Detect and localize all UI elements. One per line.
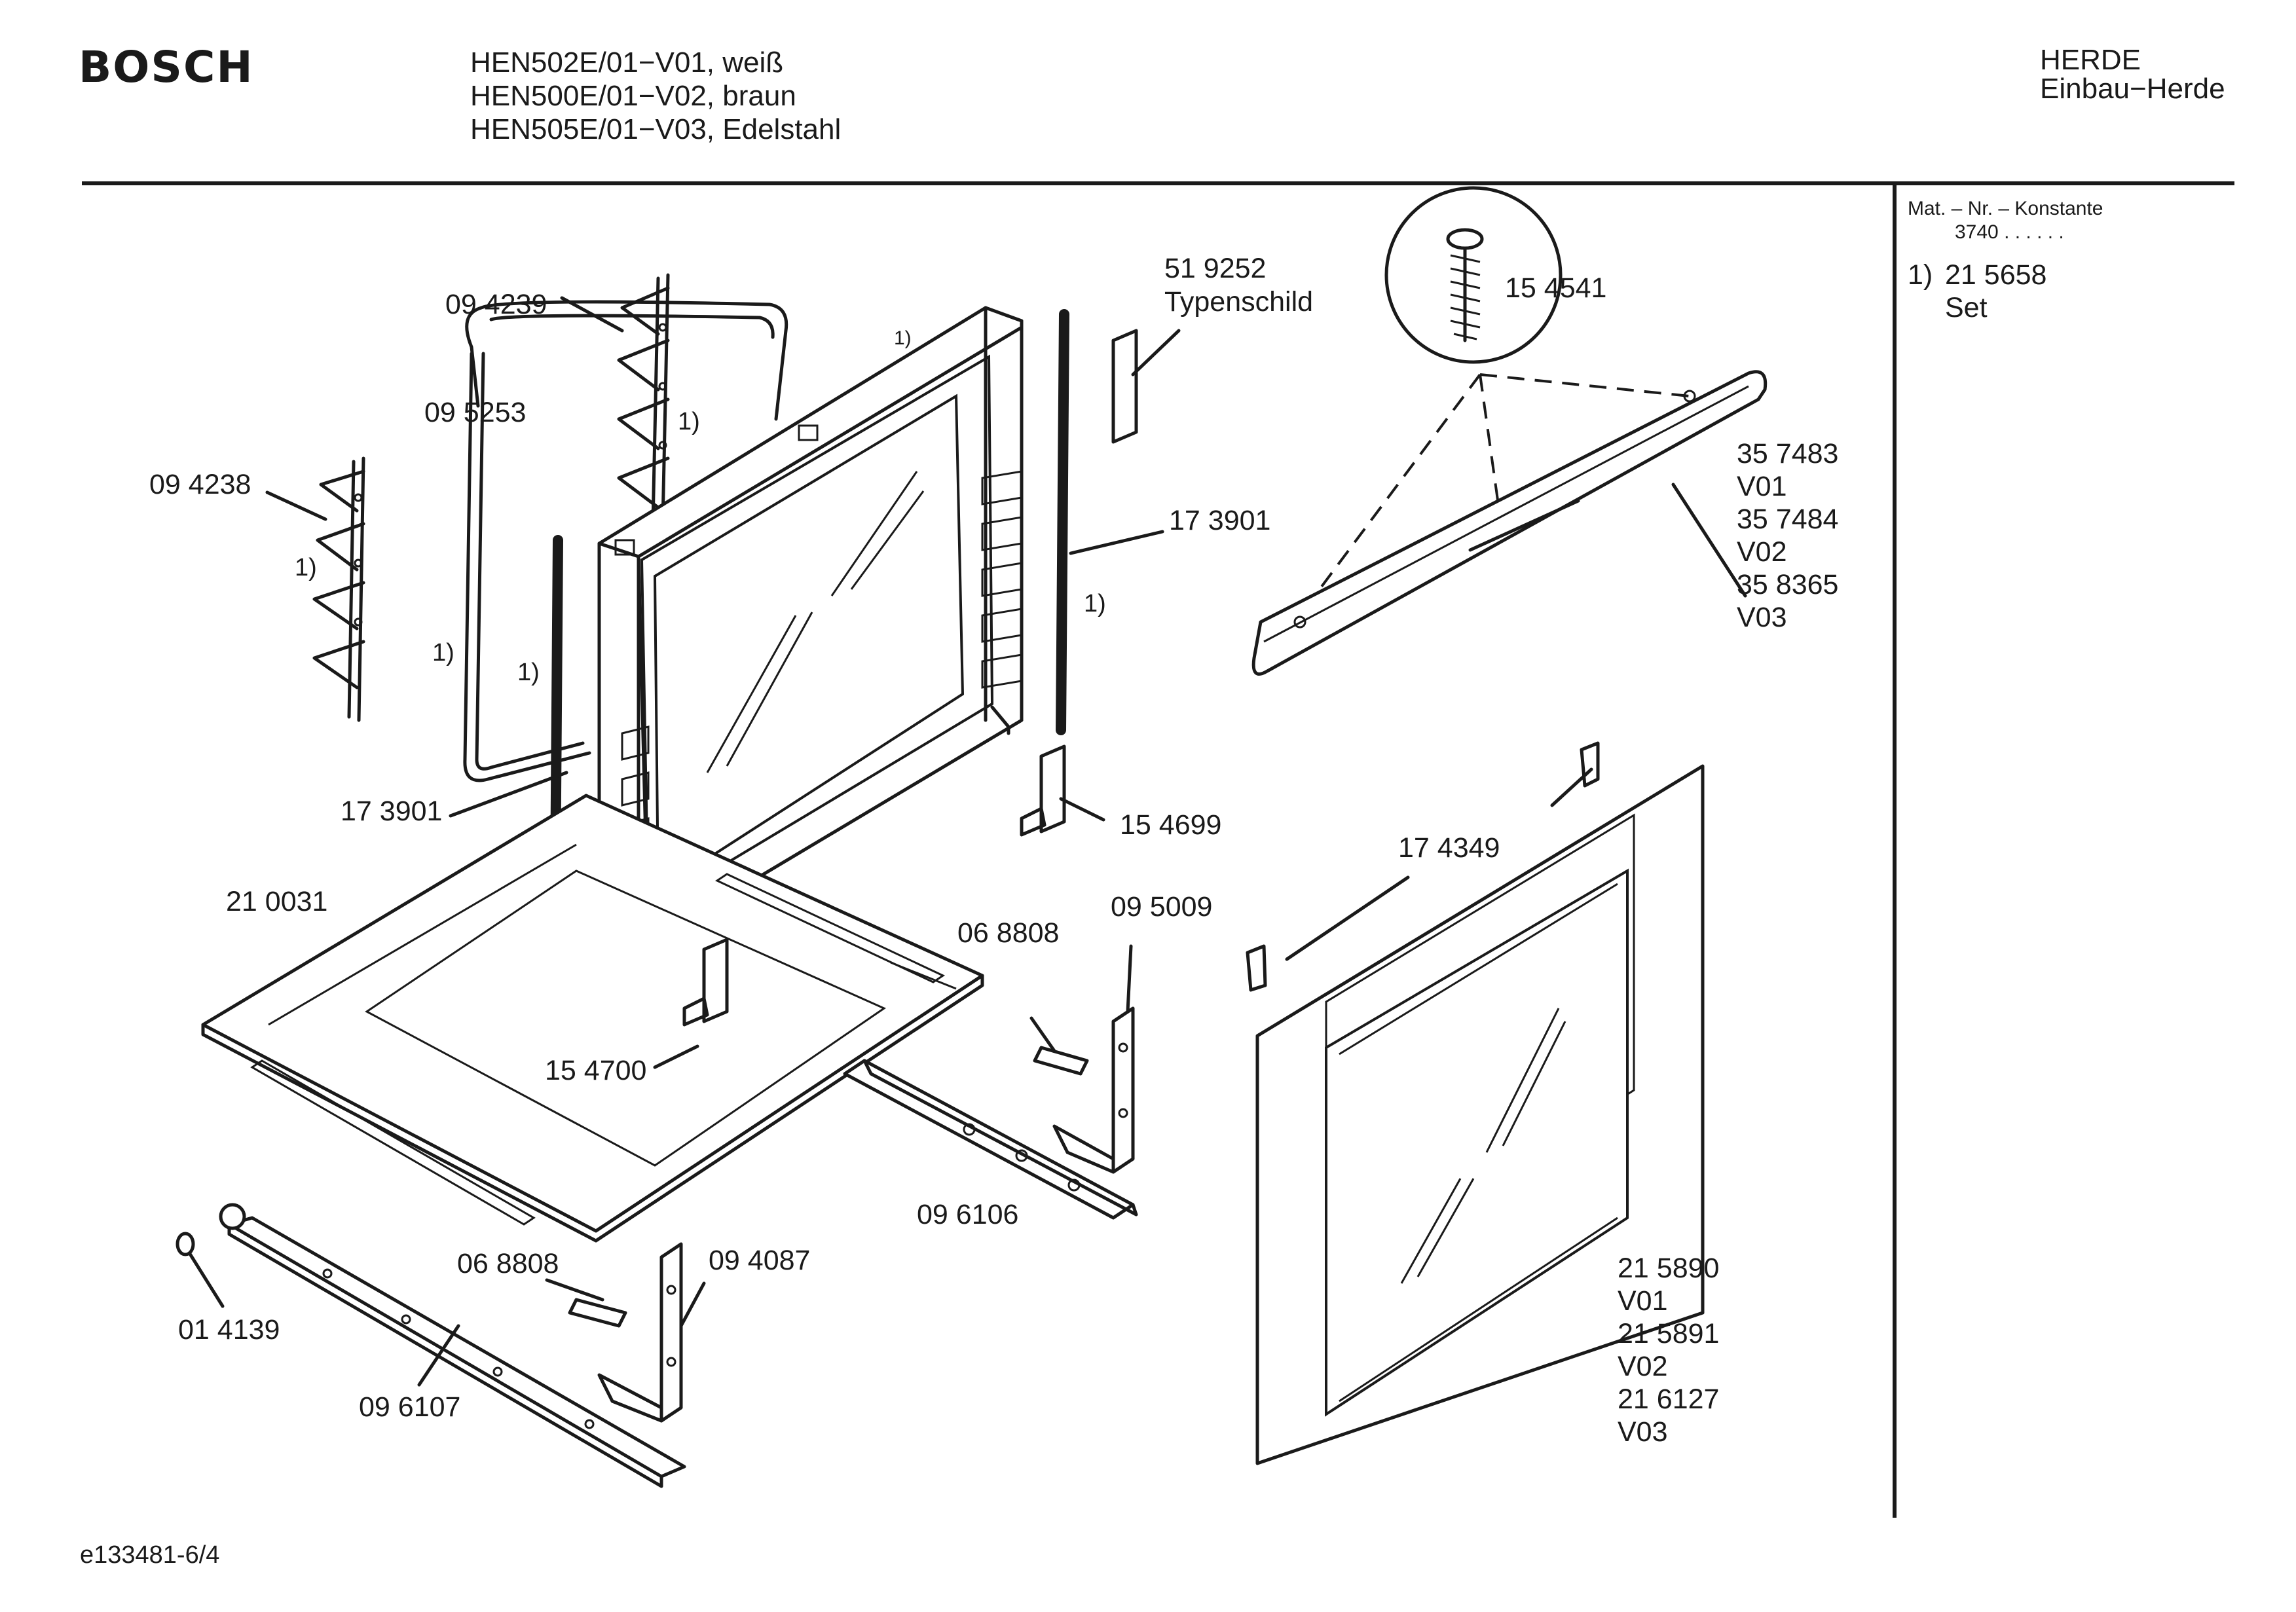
part-label-154700: 15 4700 — [545, 1055, 647, 1086]
handle-part-line: 35 7483 — [1737, 438, 1839, 469]
side-rack-back-part — [617, 273, 670, 526]
clip-front-part — [568, 1298, 627, 1328]
clip-rear-part — [1033, 1046, 1089, 1076]
handle-part-line: V03 — [1737, 602, 1787, 633]
mat-number-value: 3740 . . . . . . — [1955, 221, 2064, 243]
handle-part-line: 35 8365 — [1737, 569, 1839, 600]
side-rack-left-part — [312, 456, 365, 722]
part-label-typenschild: Typenschild — [1164, 286, 1314, 318]
door-part-line: V01 — [1618, 1285, 1668, 1317]
part-label-014139: 01 4139 — [178, 1314, 280, 1346]
oven-front-frame-part — [597, 306, 1024, 945]
document-id: e133481-6/4 — [80, 1541, 220, 1569]
screw-detail-callout — [1308, 186, 1690, 604]
door-handle-part — [1251, 370, 1768, 676]
hinge-plate-upper-part — [1020, 744, 1066, 837]
door-part-numbers: 21 5890 V01 21 5891 V02 21 6127 V03 — [1618, 1252, 1719, 1448]
handle-part-numbers: 35 7483 V01 35 7484 V02 35 8365 V03 — [1737, 437, 1838, 634]
brand-logo: BOSCH — [79, 42, 254, 92]
door-part-line: 21 5890 — [1618, 1253, 1720, 1284]
part-label-094239: 09 4239 — [445, 289, 547, 320]
handle-part-line: V02 — [1737, 536, 1787, 568]
part-label-068808-rear: 06 8808 — [957, 917, 1060, 949]
hinge-bracket-rear-part — [1052, 1006, 1135, 1174]
set-marker: 1) — [432, 639, 454, 667]
door-clip-bottom-part — [1246, 944, 1267, 992]
part-label-094087: 09 4087 — [709, 1245, 811, 1276]
part-label-154699: 15 4699 — [1120, 809, 1222, 841]
leader-lines — [188, 296, 1747, 1387]
oven-door-part — [1255, 764, 1705, 1465]
model-line: HEN505E/01−V03, Edelstahl — [470, 113, 842, 145]
model-line: HEN502E/01−V01, weiß — [470, 46, 784, 79]
set-label: Set — [1945, 292, 1988, 323]
handle-part-line: V01 — [1737, 471, 1787, 502]
part-label-096106: 09 6106 — [917, 1199, 1019, 1230]
door-part-line: 21 5891 — [1618, 1318, 1720, 1349]
set-marker: 1) — [678, 408, 700, 435]
hinge-plate-lower-part — [682, 938, 729, 1027]
part-label-173901-right: 17 3901 — [1169, 505, 1271, 536]
set-reference-marker: 1) — [1908, 259, 1933, 291]
part-label-173901-left: 17 3901 — [341, 796, 443, 827]
small-plug-part — [176, 1232, 195, 1256]
front-rail-part — [219, 1203, 686, 1488]
door-clip-top-part — [1580, 741, 1600, 788]
seal-strip-right-part — [1056, 309, 1069, 735]
door-part-line: 21 6127 — [1618, 1383, 1720, 1415]
rating-plate-part — [1111, 329, 1138, 444]
set-marker: 1) — [517, 659, 540, 686]
brand-logo-text: BOSCH — [79, 42, 254, 92]
door-part-line: V02 — [1618, 1351, 1668, 1382]
part-label-154541: 15 4541 — [1505, 272, 1607, 304]
rear-rail-part — [843, 1059, 1138, 1220]
subcategory-label: Einbau−Herde — [2040, 73, 2225, 105]
set-marker: 1) — [1084, 590, 1106, 617]
part-label-174349: 17 4349 — [1398, 832, 1500, 864]
set-marker: 1) — [894, 327, 912, 349]
product-category: HERDE Einbau−Herde — [2040, 46, 2225, 103]
set-part-number: 21 5658 — [1945, 259, 2047, 291]
part-label-210031: 21 0031 — [226, 886, 328, 917]
oven-gasket-part — [463, 300, 788, 782]
model-list: HEN502E/01−V01, weiß HEN500E/01−V02, bra… — [470, 46, 841, 146]
part-label-068808-front: 06 8808 — [457, 1248, 559, 1279]
hinge-bracket-front-part — [597, 1242, 683, 1423]
part-label-094238: 09 4238 — [149, 469, 251, 500]
model-line: HEN500E/01−V02, braun — [470, 80, 796, 112]
part-label-095009: 09 5009 — [1111, 891, 1213, 923]
handle-part-line: 35 7484 — [1737, 504, 1839, 535]
oven-bottom-panel-part — [201, 794, 984, 1243]
set-marker: 1) — [295, 554, 317, 581]
part-label-095253: 09 5253 — [424, 397, 527, 428]
mat-number-label: Mat. – Nr. – Konstante — [1908, 198, 2103, 219]
door-part-line: V03 — [1618, 1416, 1668, 1448]
part-label-096107: 09 6107 — [359, 1391, 461, 1423]
category-label: HERDE — [2040, 44, 2141, 76]
part-label-519252: 51 9252 — [1164, 253, 1267, 284]
